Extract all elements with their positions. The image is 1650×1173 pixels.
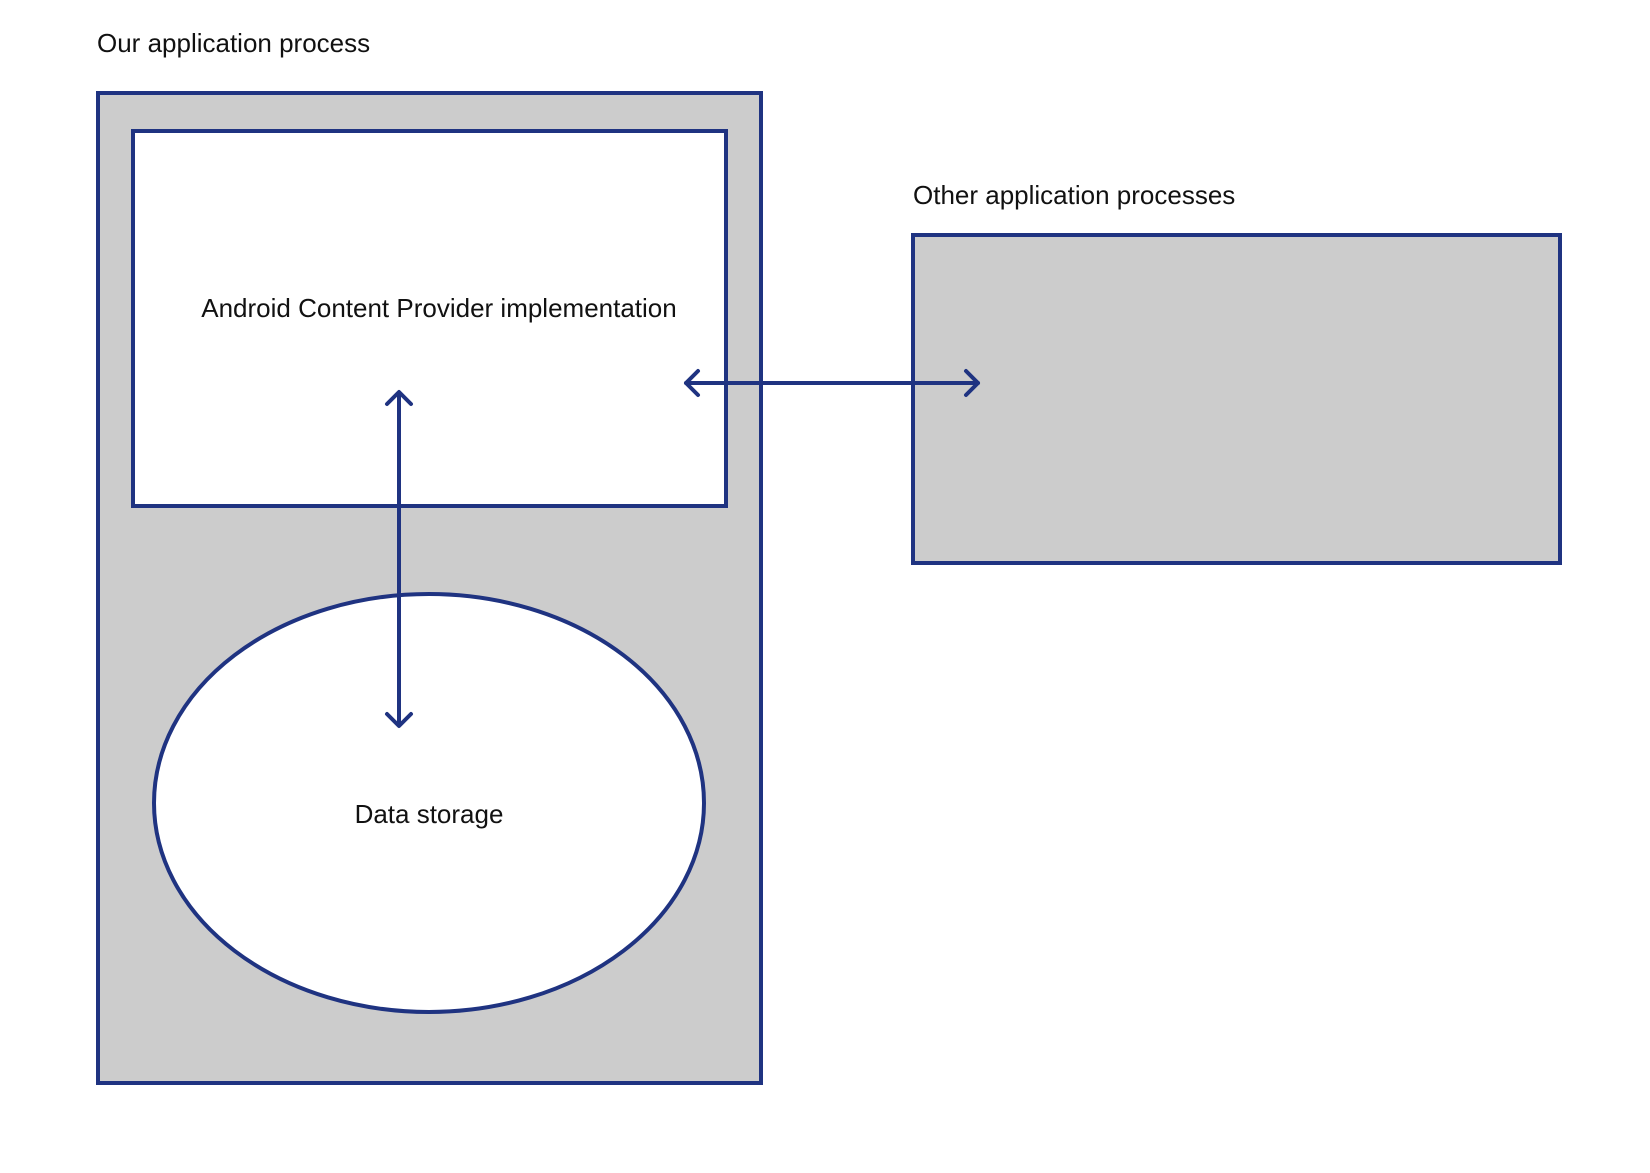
other-processes-label: Other application processes: [913, 180, 1235, 210]
vertical-double-arrow: [385, 390, 413, 728]
data-storage-ellipse: [152, 592, 706, 1014]
our-process-label: Our application process: [97, 28, 370, 58]
content-provider-label: Android Content Provider implementation: [201, 293, 676, 323]
horizontal-double-arrow: [684, 369, 980, 397]
content-provider-box: [131, 129, 728, 508]
other-processes-box: [911, 233, 1562, 565]
data-storage-label: Data storage: [355, 799, 504, 829]
